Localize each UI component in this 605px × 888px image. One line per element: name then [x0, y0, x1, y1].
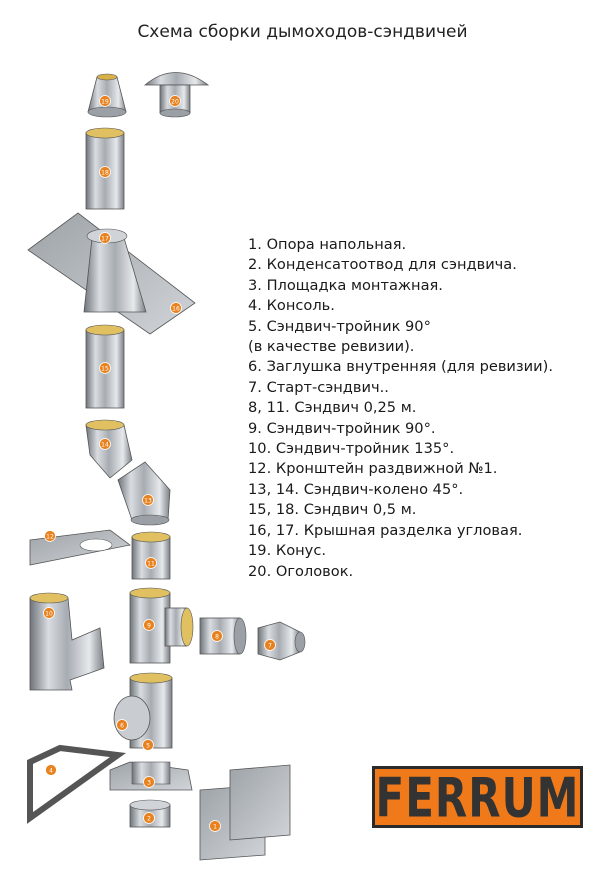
svg-text:9: 9: [147, 623, 151, 630]
legend-item: 8, 11. Сэндвич 0,25 м.: [248, 399, 417, 417]
legend-item: 15, 18. Сэндвич 0,5 м.: [248, 501, 417, 519]
chimney-cap-part: [143, 72, 210, 118]
svg-text:17: 17: [101, 236, 109, 243]
svg-text:15: 15: [101, 366, 109, 373]
legend-item: 12. Кронштейн раздвижной №1.: [248, 460, 498, 478]
roof-flashing-part: [27, 212, 196, 335]
legend-item: 1. Опора напольная.: [248, 236, 407, 253]
badge-2: 2: [143, 812, 155, 824]
svg-text:12: 12: [46, 534, 54, 541]
badge-9: 9: [143, 619, 155, 631]
logo-text: FERRUM: [375, 765, 580, 829]
svg-text:1: 1: [213, 824, 217, 831]
badge-11: 11: [145, 557, 157, 569]
legend-item: 10. Сэндвич-тройник 135°.: [248, 440, 455, 458]
svg-text:11: 11: [147, 561, 155, 568]
badge-18: 18: [99, 166, 111, 178]
badge-10: 10: [43, 607, 55, 619]
legend-item: 6. Заглушка внутренняя (для ревизии).: [248, 358, 553, 376]
svg-text:20: 20: [171, 99, 179, 106]
starter-part: [257, 621, 306, 661]
elbow-13-part: [117, 461, 171, 526]
svg-text:13: 13: [144, 498, 152, 505]
legend-item: 13, 14. Сэндвич-колено 45°.: [248, 480, 464, 498]
svg-text:19: 19: [101, 99, 109, 106]
badge-7: 7: [264, 639, 276, 651]
badge-4: 4: [45, 764, 57, 776]
legend-item: 3. Площадка монтажная.: [248, 276, 443, 294]
badge-19: 19: [99, 95, 111, 107]
svg-text:6: 6: [120, 723, 124, 730]
parts-legend: 1. Опора напольная. 2. Конденсатоотвод д…: [248, 235, 553, 582]
svg-text:18: 18: [101, 170, 109, 177]
badge-8: 8: [211, 630, 223, 642]
badge-1: 1: [209, 820, 221, 832]
svg-text:8: 8: [215, 634, 219, 641]
elbow-14-part: [85, 419, 133, 479]
svg-text:4: 4: [49, 768, 53, 775]
badge-3: 3: [143, 776, 155, 788]
badge-17: 17: [99, 232, 111, 244]
legend-item: 19. Конус.: [248, 542, 326, 560]
badge-14: 14: [99, 438, 111, 450]
svg-text:14: 14: [101, 442, 109, 449]
badge-12: 12: [44, 530, 56, 542]
console-part: [27, 744, 127, 824]
legend-item: 4. Консоль.: [248, 297, 335, 315]
mounting-plate-part: [109, 761, 193, 791]
legend-item: (в качестве ревизии).: [248, 338, 415, 356]
svg-text:5: 5: [146, 743, 150, 750]
legend-item: 2. Конденсатоотвод для сэндвича.: [248, 256, 517, 274]
badge-13: 13: [142, 494, 154, 506]
tee-revision-part: [113, 672, 173, 749]
cone-part: [87, 73, 127, 118]
floor-support-part: [199, 764, 291, 861]
diagram-title: Схема сборки дымоходов-сэндвичей: [137, 22, 468, 42]
legend-item: 20. Оголовок.: [248, 562, 354, 580]
badge-15: 15: [99, 362, 111, 374]
ferrum-logo: FERRUM: [372, 765, 583, 829]
badge-6: 6: [116, 719, 128, 731]
pipe-11-part: [131, 531, 171, 580]
tee-135-part: [29, 592, 105, 691]
badge-20: 20: [169, 95, 181, 107]
legend-item: 7. Старт-сэндвич..: [248, 378, 389, 396]
tee-90-part: [129, 587, 194, 664]
pipe-8-part: [199, 617, 247, 655]
legend-item: 16, 17. Крышная разделка угловая.: [248, 521, 523, 539]
legend-item: 5. Сэндвич-тройник 90°: [248, 317, 431, 335]
svg-text:7: 7: [268, 643, 272, 650]
svg-text:3: 3: [147, 780, 151, 787]
badge-5: 5: [142, 739, 154, 751]
svg-text:2: 2: [147, 816, 151, 823]
svg-text:16: 16: [172, 306, 180, 313]
svg-text:10: 10: [45, 611, 53, 618]
badge-16: 16: [170, 302, 182, 314]
legend-item: 9. Сэндвич-тройник 90°.: [248, 419, 436, 437]
